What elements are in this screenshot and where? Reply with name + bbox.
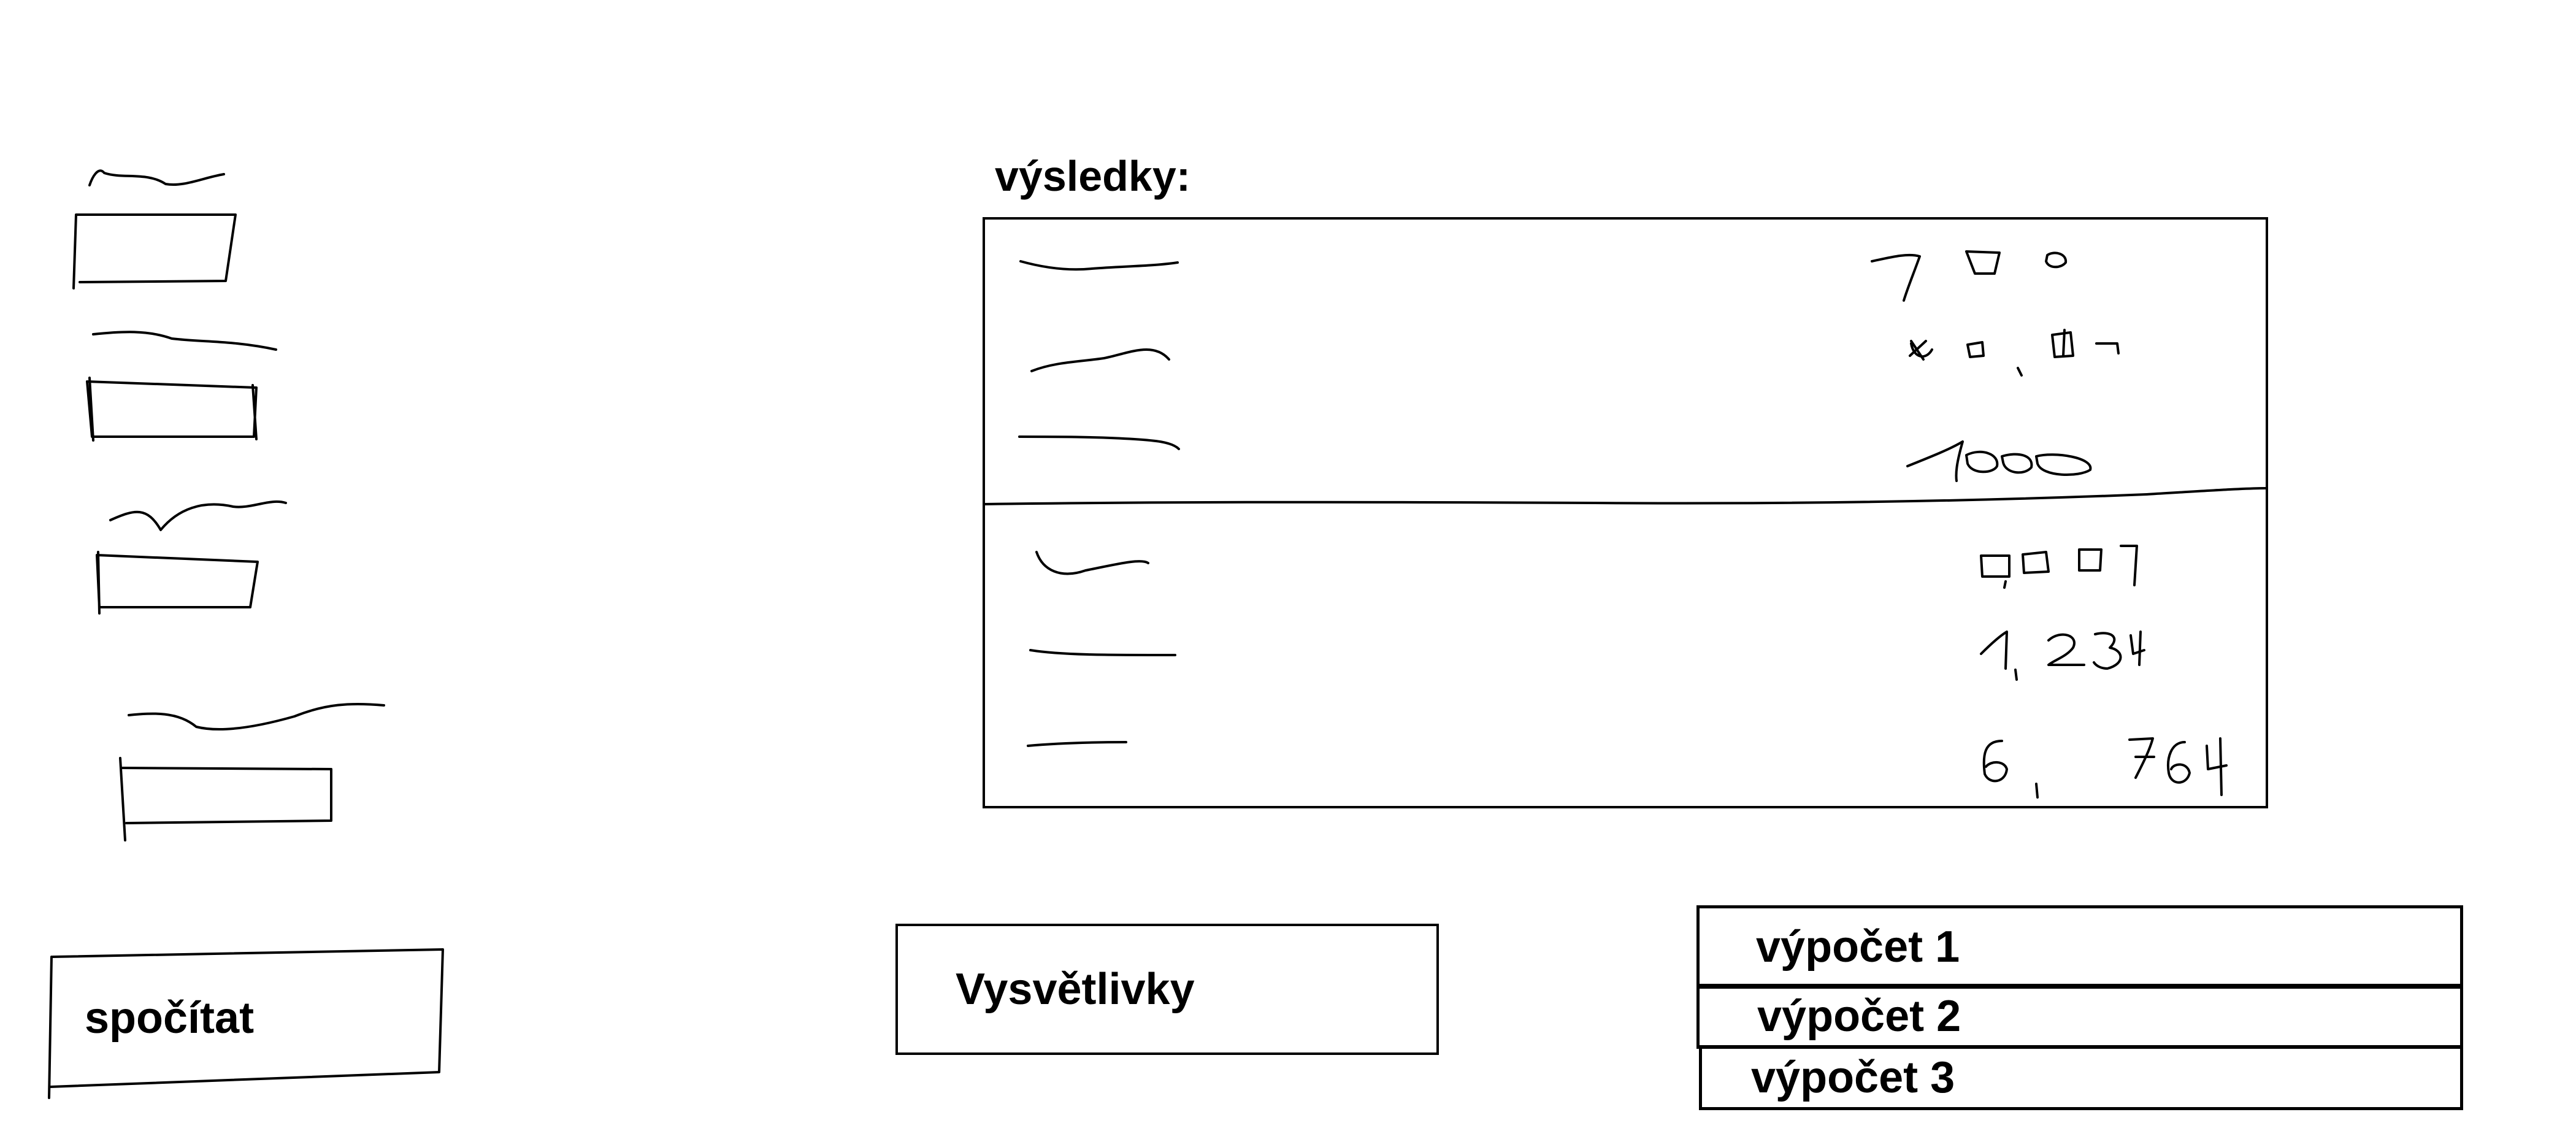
input-box-4-outline — [119, 757, 332, 842]
result-label-scribble-6 — [1027, 741, 1127, 747]
calculation-item-2[interactable]: výpočet 2 — [1696, 984, 2463, 1049]
input-box-2-outline — [86, 377, 258, 442]
results-heading: výsledky: — [995, 152, 1191, 200]
result-label-scribble-3 — [1018, 435, 1180, 450]
calculation-item-label: výpočet 1 — [1756, 922, 1960, 972]
calculation-item-label: výpočet 2 — [1757, 992, 1961, 1041]
legend-button-label: Vysvětlivky — [956, 965, 1195, 1014]
result-value-scribble-2 — [1909, 329, 2120, 377]
results-table — [984, 218, 2267, 807]
input-box-3-outline — [96, 551, 259, 615]
input-field-3[interactable] — [98, 557, 255, 608]
calculation-item-1[interactable]: výpočet 1 — [1696, 905, 2463, 989]
result-label-scribble-5 — [1029, 649, 1176, 656]
result-value-scribble-5 — [1980, 631, 2145, 681]
field-label-scribble-3 — [109, 500, 287, 531]
calculate-button[interactable]: spočítat — [55, 954, 440, 1082]
result-label-scribble-2 — [1030, 348, 1170, 372]
results-panel-frame — [983, 217, 2268, 808]
field-label-scribble-2 — [92, 331, 277, 351]
result-value-scribble-1 — [1871, 250, 2068, 302]
input-field-2[interactable] — [91, 384, 254, 438]
calculate-button-label: spočítat — [85, 994, 255, 1043]
result-value-scribble-6 — [1982, 737, 2228, 799]
calculate-button-outline — [48, 948, 444, 1099]
input-field-4[interactable] — [125, 769, 331, 822]
result-value-scribble-4 — [1980, 545, 2138, 589]
calculation-item-3[interactable]: výpočet 3 — [1699, 1045, 2463, 1110]
field-label-scribble-1 — [88, 169, 225, 186]
result-label-scribble-1 — [1019, 260, 1179, 271]
input-field-1[interactable] — [76, 215, 233, 282]
result-value-scribble-3 — [1906, 440, 2092, 482]
calculation-item-label: výpočet 3 — [1751, 1053, 1955, 1102]
field-label-scribble-4 — [128, 702, 385, 730]
legend-button[interactable]: Vysvětlivky — [895, 924, 1439, 1055]
results-divider — [983, 487, 2268, 505]
input-box-1-outline — [72, 213, 237, 289]
result-label-scribble-4 — [1035, 551, 1149, 575]
